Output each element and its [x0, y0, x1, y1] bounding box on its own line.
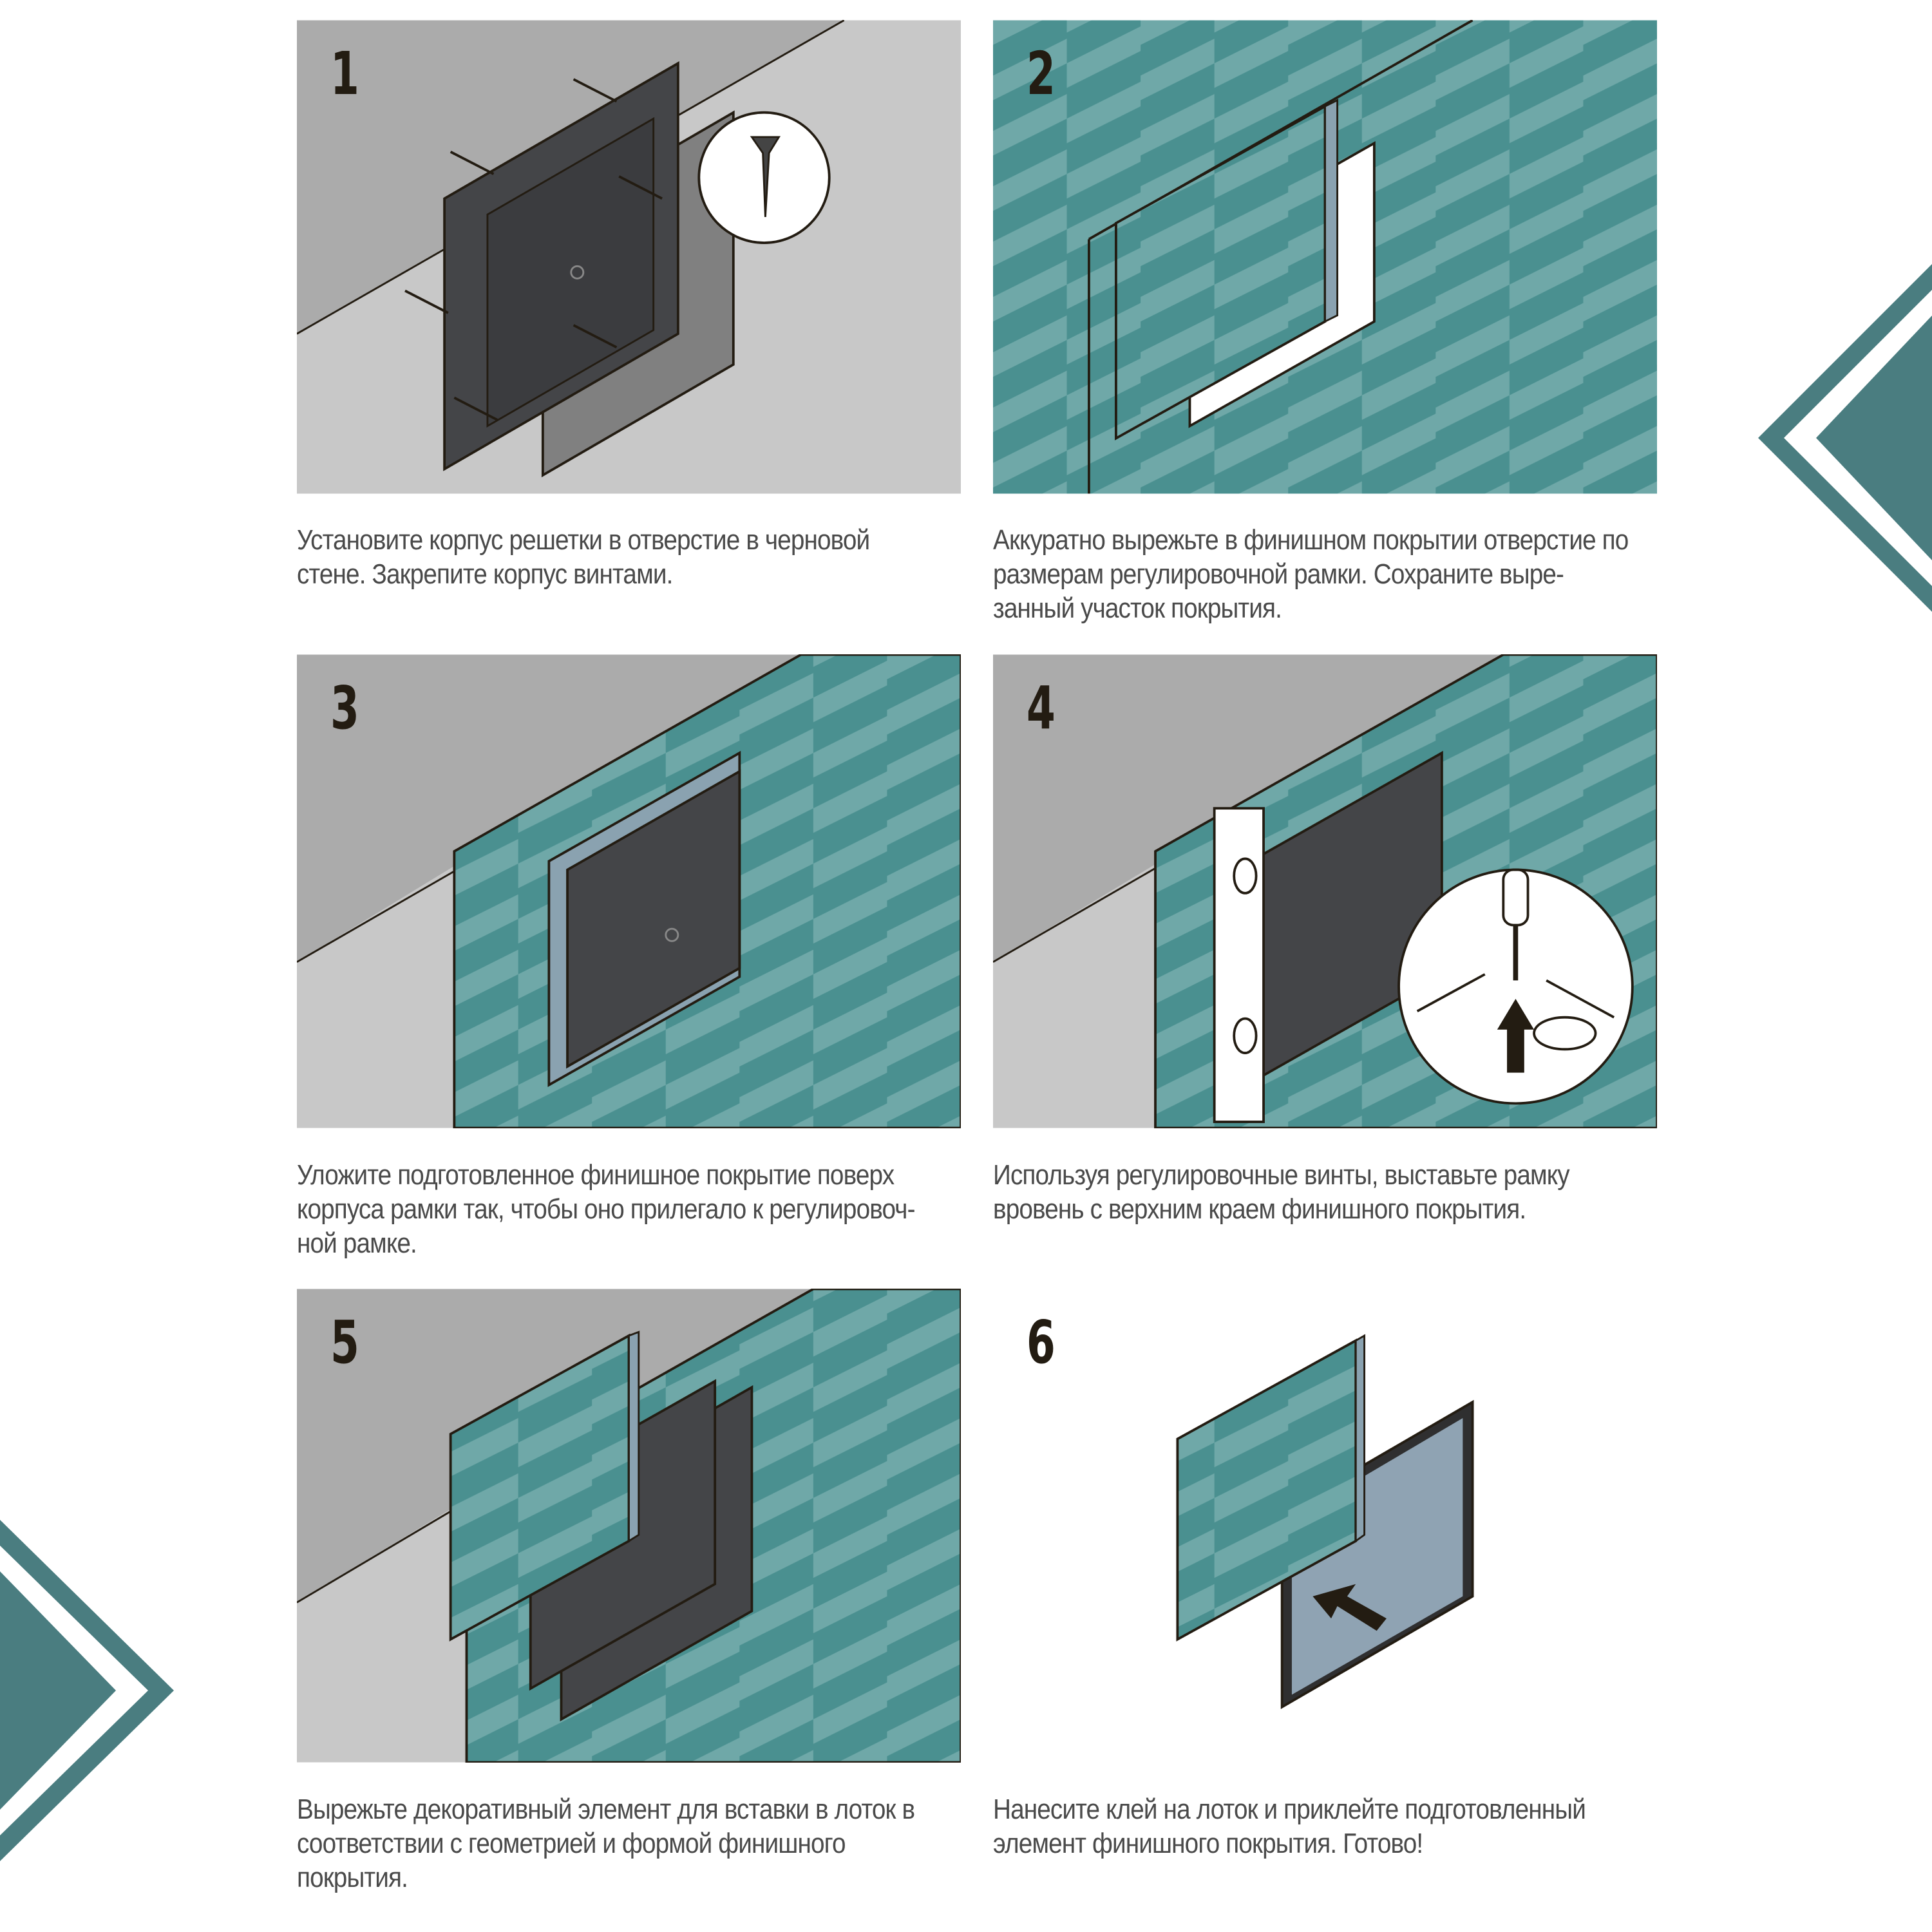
step-number: 3 — [330, 674, 359, 743]
step-5-illustration: 5 — [297, 1289, 961, 1763]
step-number: 5 — [330, 1308, 359, 1377]
step-3-caption: Уложите подготовленное финишное покрытие… — [297, 1159, 915, 1259]
decor-chevron-right — [1758, 264, 1932, 612]
step-3-illustration: 3 — [297, 654, 961, 1128]
step-number: 4 — [1027, 674, 1056, 743]
step-5-caption: Вырежьте декоративный элемент для вставк… — [297, 1794, 915, 1893]
step-number: 1 — [330, 39, 359, 108]
step-4-caption: Используя регулировочные винты, выставьт… — [993, 1159, 1570, 1225]
step-1-caption: Установите корпус решетки в отверстие в … — [297, 524, 870, 590]
step-6-caption: Нанесите клей на лоток и приклейте подго… — [993, 1794, 1586, 1859]
step-2-illustration: 2 — [993, 20, 1657, 494]
step-2-caption: Аккуратно вырежьте в финишном покрытии о… — [993, 524, 1629, 624]
step-number: 2 — [1027, 39, 1056, 108]
step-4-illustration: 4 — [993, 654, 1657, 1128]
step-6-illustration: 6 — [993, 1289, 1657, 1763]
step-1-illustration: 1 — [297, 20, 961, 494]
step-number: 6 — [1027, 1308, 1056, 1377]
decor-chevron-left — [0, 1520, 174, 1861]
